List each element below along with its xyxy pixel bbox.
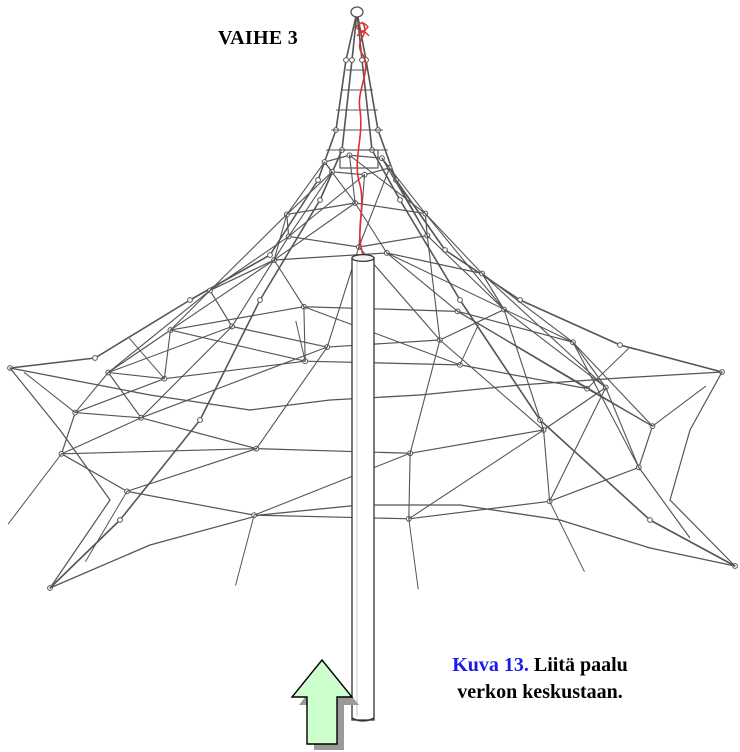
caption-line-1: Kuva 13. Liitä paalu	[405, 652, 675, 679]
figure-caption: Kuva 13. Liitä paalu verkon keskustaan.	[405, 652, 675, 706]
up-arrow-icon	[290, 658, 359, 750]
figure-label: Kuva 13.	[452, 654, 529, 676]
red-rope-knot	[355, 22, 370, 37]
step-title: VAIHE 3	[218, 27, 299, 49]
red-pull-rope	[356, 21, 367, 259]
center-pole	[351, 253, 375, 722]
caption-line-2: verkon keskustaan.	[457, 681, 623, 703]
caption-text-1: Liitä paalu	[528, 654, 628, 676]
